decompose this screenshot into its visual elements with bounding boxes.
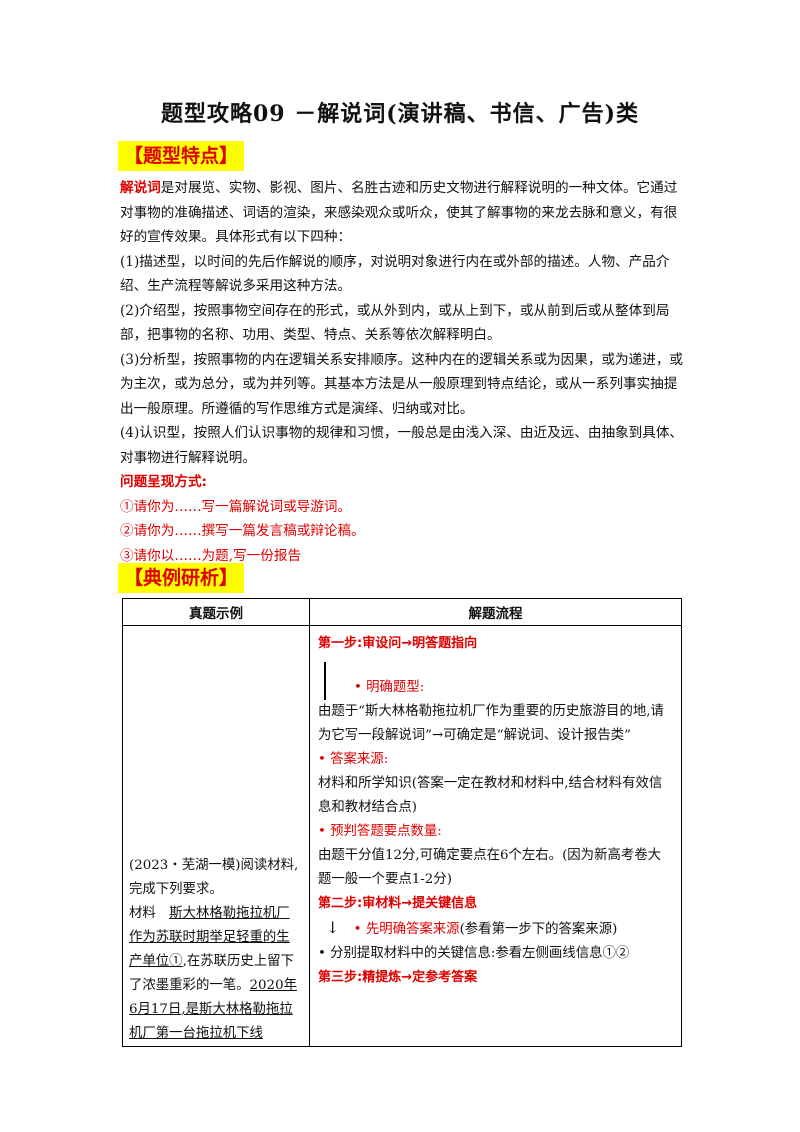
step-3: 第三步:精提炼→定参考答案 (318, 970, 478, 985)
intro-rest: 是对展览、实物、影视、图片、名胜古迹和历史文物进行解释说明的一种文体。它通过对事… (120, 180, 678, 245)
type-introductory: (2)介绍型，按照事物空间存在的形式，或从外到内，或从上到下，或从前到后或从整体… (120, 302, 670, 344)
bullet-count: • 预判答题要点数量: (318, 824, 442, 839)
extract-text: • 分别提取材料中的关键信息:参看左侧画线信息①② (318, 946, 630, 961)
type-analytical: (3)分析型，按照事物的内在逻辑关系安排顺序。这种内在的逻辑关系或为因果，或为递… (120, 351, 684, 417)
example-table: 真题示例 解题流程 (2023・芜湖一模)阅读材料,完成下列要求。 材料 斯大林… (122, 598, 682, 1047)
example-source: (2023・芜湖一模)阅读材料,完成下列要求。 (129, 858, 299, 897)
question-item-3: ③请你以……为题,写一份报告 (120, 547, 302, 564)
example-material: 材料 斯大林格勒拖拉机厂作为苏联时期举足轻重的生产单位①,在苏联历史上留下了浓墨… (129, 906, 297, 1041)
step-2-arrow-row: ↓ • 先明确答案来源(参看第一步下的答案来源) (318, 916, 673, 942)
count-text: 由题干分值12分,可确定要点在6个左右。(因为新高考卷大题一般一个要点1-2分) (318, 848, 662, 887)
type-descriptive: (1)描述型，以时间的先后作解说的顺序，对说明对象进行内在或外部的描述。人物、产… (120, 253, 670, 295)
process-cell: 第一步:审设问→明答题指向 • 明确题型: 由题于“斯大林格勒拖拉机厂作为重要的… (309, 625, 682, 1047)
bullet-type: • 明确题型: (354, 680, 425, 695)
underlined-info-1: 斯大林格勒拖拉机厂作为苏联时期举足轻重的生产单位① (129, 906, 290, 969)
down-arrow-icon (324, 662, 340, 700)
down-arrow-icon: ↓ (326, 918, 340, 937)
question-item-2: ②请你为……撰写一篇发言稿或辩论稿。 (120, 523, 365, 539)
bullet-source: • 答案来源: (318, 752, 389, 767)
example-cell: (2023・芜湖一模)阅读材料,完成下列要求。 材料 斯大林格勒拖拉机厂作为苏联… (122, 625, 310, 1047)
underlined-info-2: 2020年6月17日 (129, 978, 297, 1017)
col-header-process: 解题流程 (309, 598, 682, 626)
page-title: 题型攻略09 －解说词(演讲稿、书信、广告)类 (160, 101, 640, 127)
intro-block: 解说词是对展览、实物、影视、图片、名胜古迹和历史文物进行解释说明的一种文体。它通… (120, 176, 690, 568)
bullet-answer-source: • 先明确答案来源 (353, 922, 460, 937)
step-2: 第二步:审材料→提关键信息 (318, 896, 478, 911)
example-text: (2023・芜湖一模)阅读材料,完成下列要求。 材料 斯大林格勒拖拉机厂作为苏联… (129, 854, 303, 1046)
type-cognitive: (4)认识型，按照人们认识事物的规律和习惯，一般总是由浅入深、由近及远、由抽象到… (120, 425, 684, 466)
question-item-1: ①请你为……写一篇解说词或导游词。 (120, 498, 352, 515)
table-row: (2023・芜湖一模)阅读材料,完成下列要求。 材料 斯大林格勒拖拉机厂作为苏联… (122, 625, 682, 1047)
answer-source-note: (参看第一步下的答案来源) (459, 922, 618, 937)
table-header-row: 真题示例 解题流程 (122, 598, 682, 626)
step-1-arrow-row: • 明确题型: (318, 656, 673, 700)
col-header-example: 真题示例 (122, 598, 310, 626)
step-1: 第一步:审设问→明答题指向 (318, 636, 478, 651)
section-head-features: 【题型特点】 (118, 141, 245, 171)
type-text: 由题于“斯大林格勒拖拉机厂作为重要的历史旅游目的地,请为它写一段解说词”→可确定… (318, 704, 664, 743)
section-head-examples: 【典例研析】 (118, 563, 245, 593)
intro-lead: 解说词 (120, 180, 161, 196)
source-text: 材料和所学知识(答案一定在教材和材料中,结合材料有效信息和教材结合点) (318, 776, 663, 815)
intro-paragraph: 解说词是对展览、实物、影视、图片、名胜古迹和历史文物进行解释说明的一种文体。它通… (120, 176, 690, 250)
question-head: 问题呈现方式: (120, 474, 207, 490)
